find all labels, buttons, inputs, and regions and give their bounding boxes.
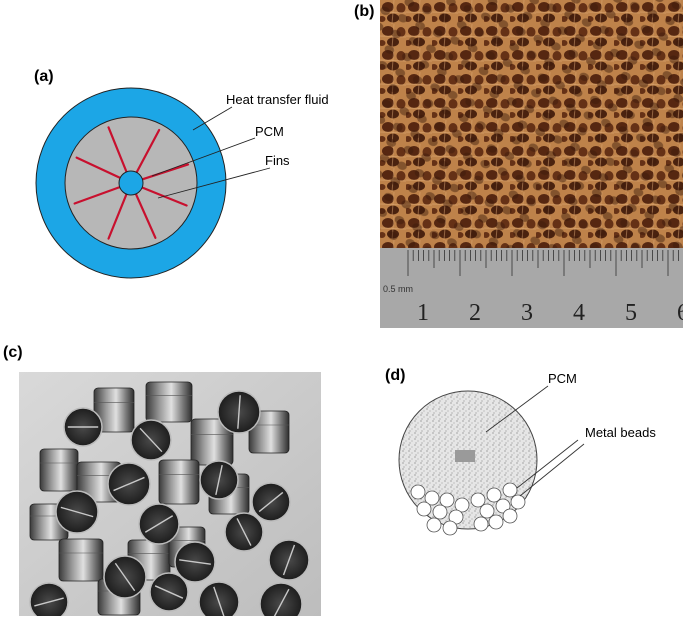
ring-divider	[60, 506, 94, 518]
ruler-number: 1	[417, 300, 429, 326]
ring-end	[259, 582, 303, 616]
ring-divider	[139, 427, 163, 453]
metal-bead	[439, 492, 455, 508]
ring-divider	[215, 464, 223, 496]
ruler-number: 2	[469, 300, 481, 326]
metal-bead	[473, 516, 489, 532]
metal-bead	[479, 503, 495, 519]
pcm-marker	[455, 450, 475, 462]
ruler-number: 5	[625, 300, 637, 326]
callout-pcm-d: PCM	[548, 371, 577, 386]
fin	[107, 193, 128, 240]
ruler-unit-label: 0.5 mm	[383, 284, 413, 294]
ring-divider	[258, 491, 284, 513]
ring-divider	[282, 544, 296, 576]
ring-side	[58, 538, 104, 582]
ring-divider	[237, 395, 241, 429]
ring-divider	[114, 562, 136, 592]
metal-bead	[416, 501, 432, 517]
fin	[73, 186, 121, 205]
ring-end	[198, 581, 240, 616]
metal-bead	[502, 508, 518, 524]
metal-bead	[486, 487, 502, 503]
leader-beads-2	[519, 443, 585, 497]
metal-foam-photo: 0.5 mm 1 2 3 4 5 6	[380, 0, 683, 328]
metal-bead	[454, 497, 470, 513]
ring-divider	[144, 515, 174, 533]
ruler-number: 6	[677, 300, 683, 326]
callout-htf: Heat transfer fluid	[226, 92, 329, 107]
leader-htf	[192, 106, 233, 131]
callout-pcm: PCM	[255, 124, 284, 139]
central-tube	[118, 170, 144, 196]
metal-bead	[424, 490, 440, 506]
metal-bead	[502, 482, 518, 498]
metal-bead	[432, 504, 448, 520]
fin	[75, 156, 122, 180]
ring-divider	[213, 586, 225, 616]
metal-beads	[410, 482, 526, 536]
metal-bead	[488, 514, 504, 530]
callout-fins: Fins	[265, 153, 290, 168]
leader-pcm-d	[485, 385, 549, 433]
metal-rings-photo	[19, 372, 321, 616]
metal-bead	[426, 517, 442, 533]
ring-side	[145, 381, 193, 423]
ring-side	[158, 459, 200, 505]
ring-divider	[236, 518, 252, 546]
leader-fins	[157, 167, 271, 199]
fin	[134, 192, 157, 239]
ruler-number: 4	[573, 300, 585, 326]
metal-beads-diagram	[398, 385, 585, 536]
ring-divider	[113, 476, 145, 492]
fin	[141, 163, 190, 181]
metal-bead	[410, 484, 426, 500]
ring-divider	[179, 559, 211, 565]
ring-side	[248, 410, 290, 454]
panel-a-label: (a)	[34, 68, 54, 85]
callout-beads: Metal beads	[585, 425, 656, 440]
ring-divider	[154, 585, 184, 599]
ruler-number: 3	[521, 300, 533, 326]
ruler-numbers: 1 2 3 4 5 6	[417, 300, 683, 326]
leader-pcm	[151, 137, 256, 177]
ruler-ticks	[407, 250, 679, 276]
panel-c-label: (c)	[3, 344, 23, 361]
panel-d-label: (d)	[385, 367, 406, 384]
metal-bead	[442, 520, 458, 536]
ring-side	[93, 387, 135, 433]
panel-b-label: (b)	[354, 3, 375, 20]
fin	[135, 128, 161, 174]
fin	[107, 126, 128, 173]
fin-tube-diagram	[35, 87, 271, 279]
ruler	[380, 248, 683, 328]
ring-side	[39, 448, 79, 492]
ring-divider	[273, 588, 290, 616]
metal-bead	[470, 492, 486, 508]
leader-beads	[516, 439, 579, 489]
metal-bead	[510, 494, 526, 510]
ring-divider	[34, 597, 64, 607]
ring-end	[29, 582, 69, 616]
